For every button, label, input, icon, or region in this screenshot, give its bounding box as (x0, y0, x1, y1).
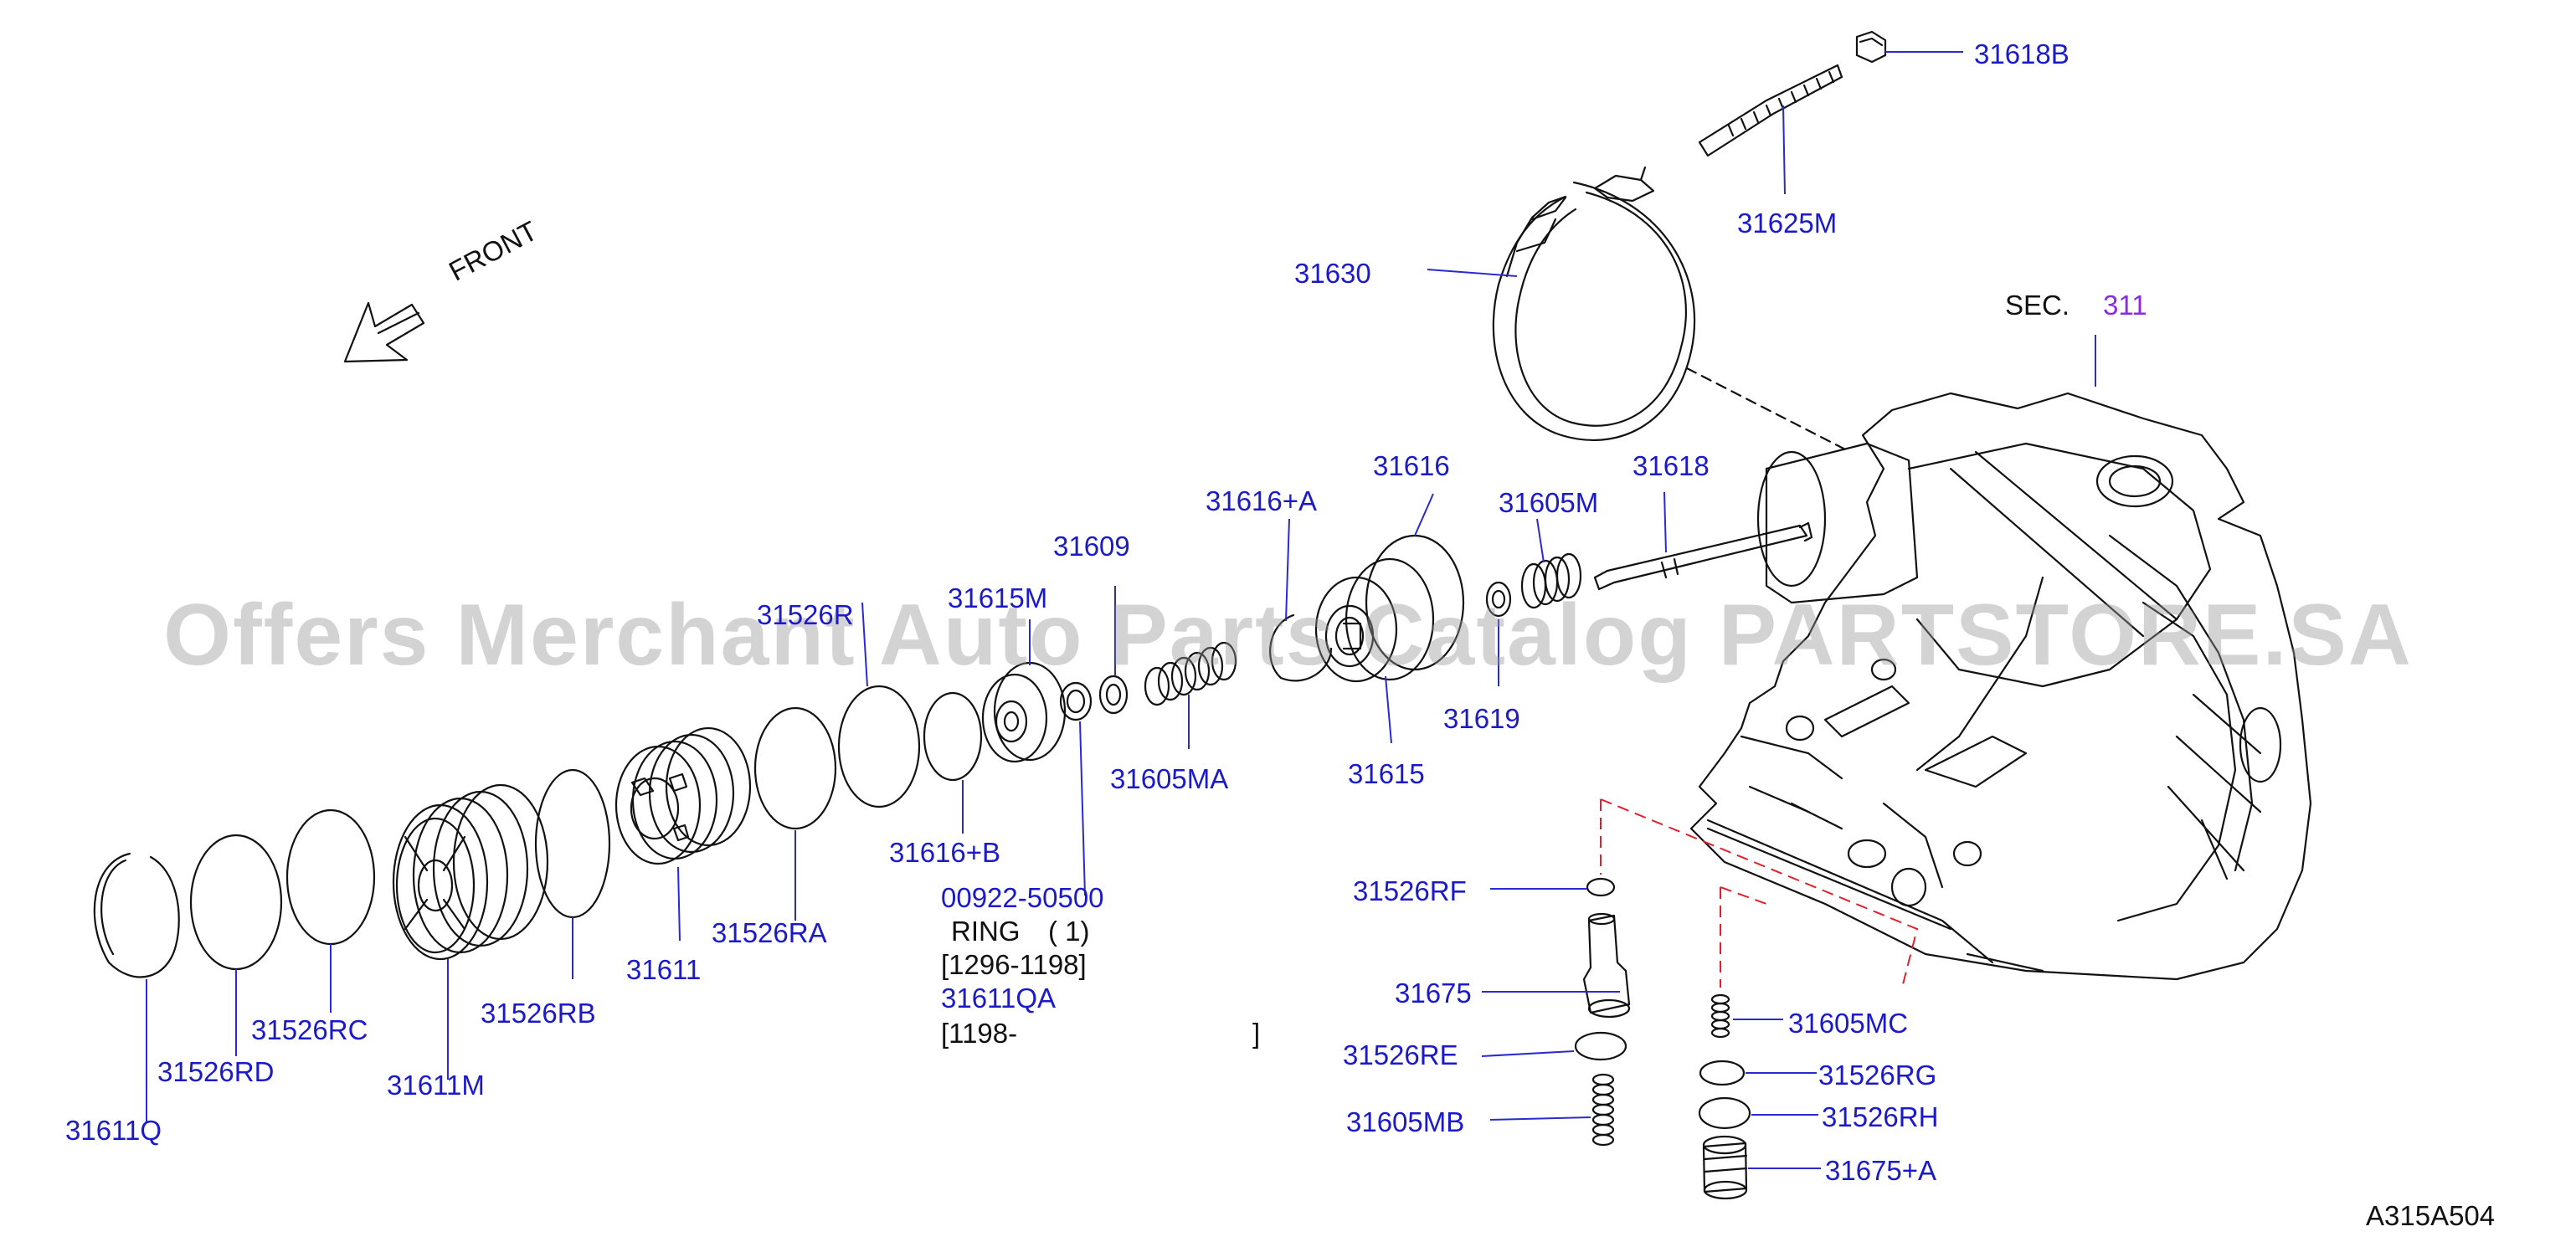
part-label[interactable]: 31616+B (889, 837, 1001, 868)
seal-31526r (923, 691, 983, 782)
front-arrow-icon (343, 301, 425, 363)
piston-31611m (392, 783, 549, 961)
snap-ring-b (1059, 681, 1093, 721)
piston-31611 (614, 726, 752, 865)
part-label[interactable]: 31618 (1632, 450, 1710, 481)
o-ring-31526rf (1586, 877, 1616, 897)
o-ring-31526rh (1698, 1096, 1751, 1130)
part-label[interactable]: 31675 (1395, 978, 1472, 1008)
piston-rod (1593, 521, 1813, 591)
part-label[interactable]: 31526RA (712, 917, 827, 948)
brake-band (1492, 166, 1696, 442)
part-label[interactable]: 31619 (1443, 703, 1520, 734)
snap-ring-a (1269, 613, 1333, 682)
leader-lines (146, 51, 2096, 1169)
assembly-guide-lines (1600, 798, 1919, 988)
servo-piston (1314, 534, 1465, 683)
lock-nut (1855, 30, 1887, 64)
part-label[interactable]: 31615M (948, 583, 1048, 613)
part-label[interactable]: 31625M (1737, 208, 1838, 239)
seal-large (837, 685, 921, 808)
piston-31615m (981, 661, 1067, 763)
part-label[interactable]: 31616+A (1206, 485, 1318, 516)
alt-date-range: [1198- (941, 1018, 1018, 1049)
ring-part-number[interactable]: 00922-50500 (941, 882, 1104, 913)
ring-date-range: [1296-1198] (941, 949, 1087, 980)
alt-part-number[interactable]: 31611QA (941, 983, 1056, 1014)
spring-31605mb (1591, 1073, 1615, 1147)
figure-code: A315A504 (2366, 1200, 2496, 1231)
part-label[interactable]: 31526RF (1353, 875, 1467, 906)
seal-31526rd (189, 834, 283, 971)
o-ring-31526rg (1699, 1060, 1746, 1086)
part-label[interactable]: 31616 (1373, 450, 1450, 481)
part-label[interactable]: 31526RH (1822, 1101, 1939, 1132)
part-label[interactable]: 31615 (1348, 758, 1425, 789)
ring-quantity: ( 1) (1048, 916, 1090, 947)
plug-31675a (1702, 1135, 1748, 1200)
part-label[interactable]: 31605M (1499, 487, 1599, 518)
spring-31605mc (1710, 993, 1730, 1039)
return-spring (1520, 552, 1582, 609)
ring-name: RING (951, 916, 1021, 947)
part-label[interactable]: 31630 (1294, 258, 1371, 289)
part-label[interactable]: 31609 (1053, 531, 1130, 562)
transmission-case (1689, 392, 2312, 981)
part-label[interactable]: 31605MC (1788, 1008, 1909, 1039)
snap-ring-31611q (93, 852, 180, 978)
part-label[interactable]: 31526RG (1818, 1060, 1937, 1091)
part-label[interactable]: 31526RE (1343, 1039, 1458, 1070)
part-label[interactable]: 31611M (387, 1070, 485, 1101)
part-label[interactable]: 31618B (1974, 38, 2070, 69)
spring-ma (1144, 641, 1237, 706)
washer-31609 (1098, 675, 1129, 715)
part-label[interactable]: 31526R (757, 599, 854, 630)
part-label[interactable]: 31611Q (65, 1115, 162, 1146)
part-label[interactable]: 31611 (626, 954, 702, 985)
washer (1485, 581, 1512, 618)
section-label: SEC. (2005, 290, 2070, 321)
part-label[interactable]: 31675+A (1825, 1155, 1937, 1186)
part-label[interactable]: 31526RC (251, 1014, 368, 1045)
part-label[interactable]: 31526RB (481, 998, 596, 1029)
seal-31526rc (285, 808, 376, 946)
part-label[interactable]: 31526RD (157, 1056, 275, 1087)
valve-31675 (1582, 912, 1631, 1019)
seal-31526ra (753, 706, 837, 830)
o-ring-31526re (1574, 1031, 1627, 1061)
alt-date-range-end: ] (1252, 1018, 1261, 1049)
part-label[interactable]: 31605MA (1110, 763, 1229, 794)
anchor-stud (1698, 64, 1843, 157)
part-label[interactable]: 31605MB (1346, 1106, 1465, 1137)
section-number-link[interactable]: 311 (2103, 290, 2147, 321)
